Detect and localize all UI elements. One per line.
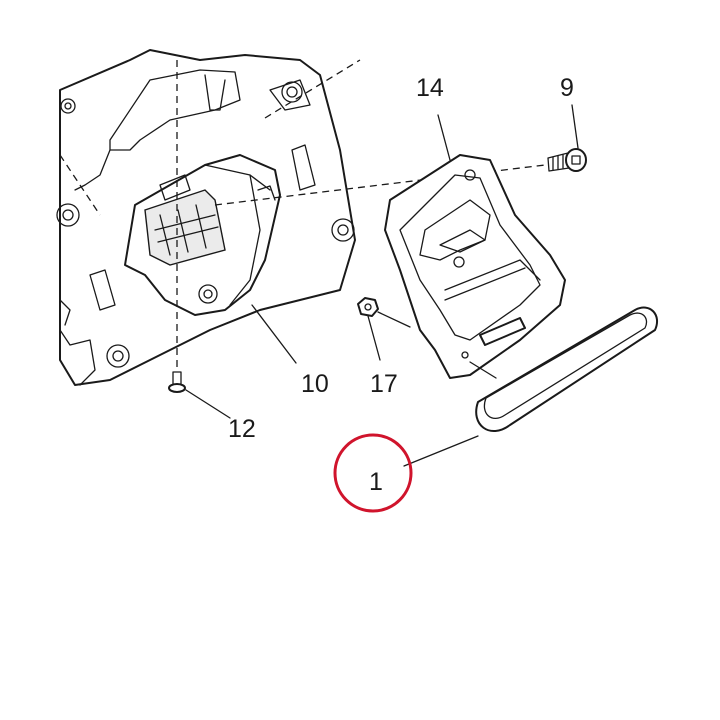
leader-12 xyxy=(185,389,231,419)
axis-line-left xyxy=(59,154,101,216)
part-1-lens xyxy=(469,306,658,432)
highlight-circle xyxy=(333,433,413,513)
axis-line-top xyxy=(264,59,361,119)
callout-10: 10 xyxy=(301,370,329,398)
callout-9: 9 xyxy=(560,74,574,102)
leader-9 xyxy=(571,104,579,149)
part-12-screw xyxy=(168,371,186,393)
leader-10 xyxy=(251,304,297,364)
part-14-bracket xyxy=(384,154,566,379)
callout-12: 12 xyxy=(228,415,256,443)
part-9-screw xyxy=(547,148,587,172)
part-10-module xyxy=(124,154,281,316)
callout-14: 14 xyxy=(416,74,444,102)
leader-17 xyxy=(367,315,381,361)
leader-14 xyxy=(437,114,451,161)
callout-17: 17 xyxy=(370,370,398,398)
part-17-nut xyxy=(357,297,411,328)
callout-1: 1 xyxy=(369,468,383,496)
leader-1 xyxy=(403,435,479,467)
